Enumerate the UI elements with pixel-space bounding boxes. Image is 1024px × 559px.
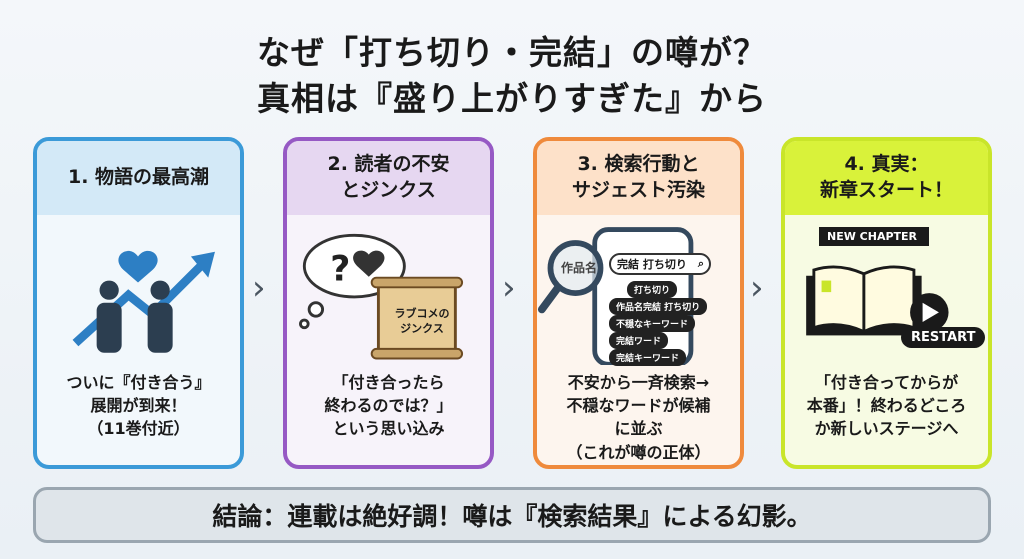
- search-field: 完結 打ち切り ⌕: [609, 253, 711, 275]
- suggestion-chip: 不穏なキーワード: [609, 315, 696, 332]
- step-heading: 3. 検索行動と: [577, 153, 700, 176]
- body-line: （11巻付近）: [87, 419, 190, 439]
- body-line: 不穏なワードが候補: [566, 396, 711, 416]
- step-card-2: 2. 読者の不安とジンクス ? ラブコメの ジンクス 「付き合ったら 終わるので…: [283, 137, 494, 469]
- title-line-1: なぜ「打ち切り・完結」の噂が？: [257, 33, 767, 72]
- step-heading: とジンクス: [341, 179, 436, 201]
- body-line: 「付き合ってからが: [814, 373, 959, 392]
- search-icon: ⌕: [697, 257, 704, 270]
- magnified-text: 作品名: [561, 261, 598, 275]
- scroll-label: ラブコメの: [394, 307, 450, 320]
- suggestion-chip: 完結ワード: [609, 332, 669, 349]
- step-heading: 1. 物語の最高潮: [37, 141, 240, 215]
- conclusion-banner: 結論：連載は絶好調！噂は『検索結果』による幻影。: [33, 487, 991, 543]
- new-chapter-ribbon: NEW CHAPTER: [819, 227, 930, 246]
- step-heading: 新章スタート！: [819, 179, 953, 201]
- chevron-right-icon: ›: [502, 268, 516, 308]
- body-line: ついに『付き合う』: [66, 373, 211, 392]
- body-line: に並ぶ: [614, 419, 663, 439]
- chevron-right-icon: ›: [252, 268, 266, 308]
- search-query: 完結 打ち切り: [617, 258, 687, 271]
- title-line-2: 真相は『盛り上がりすぎた』から: [257, 79, 767, 118]
- body-line: 本番」！終わるどころ: [806, 396, 967, 416]
- thought-cloud-broken-heart-icon: ?: [299, 233, 464, 360]
- step-heading: 4. 真実：: [844, 153, 929, 176]
- suggestion-chip: 完結キーワード: [609, 349, 687, 366]
- scroll-label: ジンクス: [400, 322, 444, 336]
- body-line: （これが噂の正体）: [566, 442, 711, 462]
- suggestion-chip: 作品名完結 打ち切り: [609, 298, 708, 315]
- body-line: 「付き合ったら: [332, 373, 445, 392]
- step-heading: 2. 読者の不安: [327, 153, 450, 176]
- body-line: 不安から一斉検索→: [567, 373, 710, 392]
- step-heading: サジェスト汚染: [571, 179, 705, 201]
- open-book-play-icon: [806, 265, 949, 336]
- restart-badge: RESTART: [901, 327, 986, 348]
- couple-rising-arrow-icon: [72, 250, 215, 353]
- step-card-4: 4. 真実： 新章スタート！ NEW CHAPTER RESTART 「付き合って…: [781, 137, 992, 469]
- body-line: という思い込み: [332, 419, 445, 439]
- body-line: 終わるのでは？」: [324, 396, 453, 416]
- step-card-3: 3. 検索行動とサジェスト汚染 作品名 完結 打ち切り ⌕ 打ち切り 作品名完結…: [533, 137, 744, 469]
- suggestion-chip: 打ち切り: [627, 281, 678, 298]
- body-line: 展開が到来！: [90, 396, 187, 416]
- step-card-1: 1. 物語の最高潮 ついに『付き合う』 展開が到来！ （11巻付近）: [33, 137, 244, 469]
- chevron-right-icon: ›: [750, 268, 764, 308]
- body-line: か新しいステージへ: [814, 419, 959, 439]
- svg-text:?: ?: [330, 250, 350, 290]
